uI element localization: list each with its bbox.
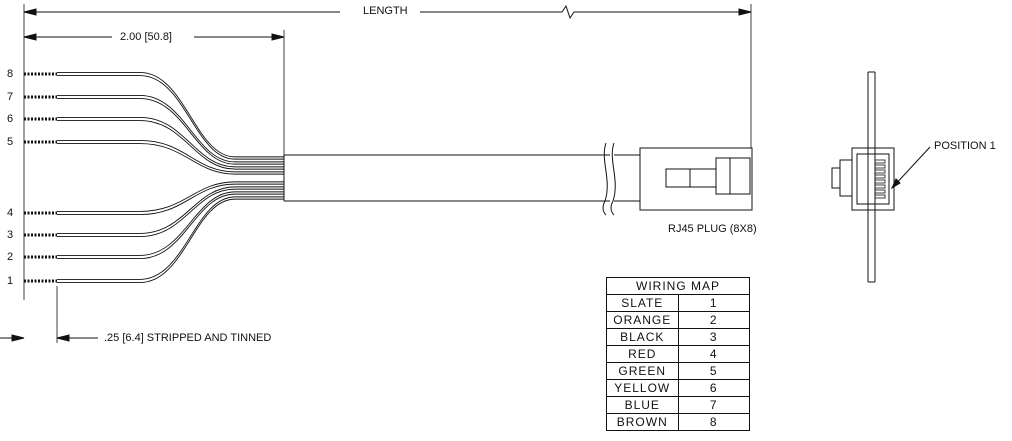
strip-label: .25 [6.4] STRIPPED AND TINNED: [104, 332, 272, 345]
wire-insulation: [57, 193, 284, 260]
pin-number-7: 7: [7, 91, 14, 103]
wire-insulation: [57, 139, 284, 173]
contact-tooth: [874, 179, 886, 184]
breakout-label: 2.00 [50.8]: [120, 31, 172, 44]
wire-insulation: [57, 143, 284, 175]
wire-insulation: [57, 181, 284, 212]
wire-insulation: [57, 120, 284, 170]
contact-tooth: [874, 194, 886, 199]
cable-jacket: [283, 142, 640, 216]
breakout-dimension: [23, 30, 285, 158]
wire-insulation: [57, 196, 284, 280]
pin-number-1: 1: [7, 275, 14, 287]
pin-number-6: 6: [7, 113, 14, 125]
pin-number-5: 5: [7, 136, 14, 148]
contact-tooth: [874, 159, 886, 164]
wire-insulation: [57, 116, 284, 168]
pin-number-3: 3: [7, 229, 14, 241]
strip-dimension: [0, 286, 98, 343]
length-label: LENGTH: [363, 5, 408, 18]
plug-label: RJ45 PLUG (8X8): [668, 223, 757, 236]
contact-tooth: [874, 169, 886, 174]
pin-number-4: 4: [7, 207, 14, 219]
rj45-plug-side: [639, 147, 753, 211]
wire-insulation: [57, 186, 284, 234]
wire-insulation: [57, 183, 284, 216]
contact-tooth: [874, 184, 886, 189]
wire-insulation: [57, 191, 284, 256]
wire-insulation: [57, 98, 284, 165]
wire-insulation: [57, 75, 284, 160]
wire-bundle: [24, 71, 284, 284]
contact-tooth: [874, 174, 886, 179]
contact-tooth: [874, 189, 886, 194]
contact-tooth: [874, 164, 886, 169]
pin-number-2: 2: [7, 251, 14, 263]
wire-insulation: [57, 198, 284, 284]
wire-insulation: [57, 94, 284, 163]
position-label: POSITION 1: [934, 140, 996, 153]
length-dimension: [23, 4, 752, 300]
wire-insulation: [57, 71, 284, 158]
wiring-map-title: WIRING MAP: [606, 277, 750, 295]
wire-insulation: [57, 188, 284, 238]
pin-number-8: 8: [7, 68, 14, 80]
rj45-plug-front: [831, 71, 931, 283]
